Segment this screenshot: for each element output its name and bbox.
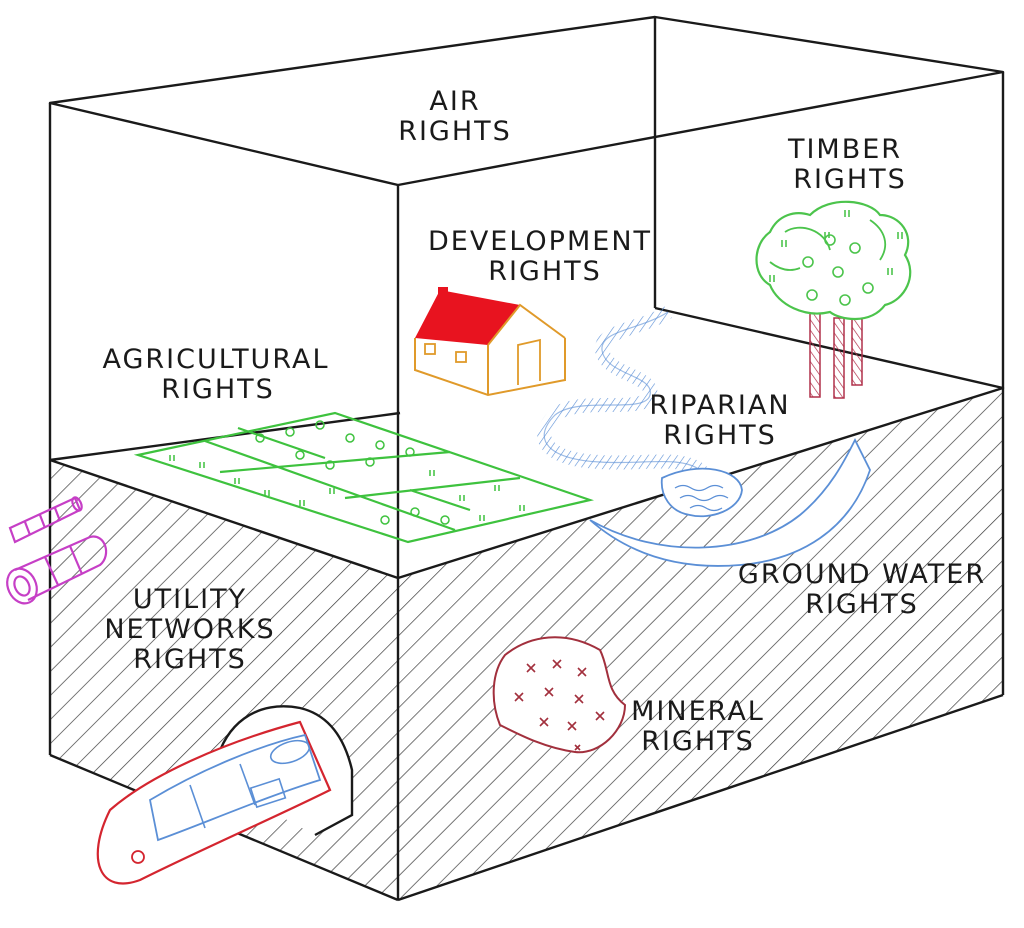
mineral-deposit-icon	[492, 636, 627, 754]
label-air-rights: AIR RIGHTS	[398, 86, 512, 147]
svg-text:RIGHTS: RIGHTS	[663, 420, 777, 451]
train-icon	[96, 720, 332, 885]
svg-text:GROUND WATER: GROUND WATER	[738, 559, 986, 590]
label-ground-water-rights: GROUND WATER RIGHTS	[738, 559, 986, 620]
svg-text:RIGHTS: RIGHTS	[133, 644, 247, 675]
svg-text:NETWORKS: NETWORKS	[104, 614, 275, 645]
field-icon	[133, 411, 595, 544]
svg-text:TIMBER: TIMBER	[787, 134, 902, 165]
label-development-rights: DEVELOPMENT RIGHTS	[428, 226, 652, 287]
svg-text:RIGHTS: RIGHTS	[793, 164, 907, 195]
label-mineral-rights: MINERAL RIGHTS	[631, 696, 765, 757]
svg-text:RIGHTS: RIGHTS	[398, 116, 512, 147]
svg-text:RIGHTS: RIGHTS	[488, 256, 602, 287]
svg-text:DEVELOPMENT: DEVELOPMENT	[428, 226, 652, 257]
svg-text:AGRICULTURAL: AGRICULTURAL	[102, 344, 329, 375]
svg-text:RIGHTS: RIGHTS	[641, 726, 755, 757]
ground-water-body	[589, 437, 871, 567]
label-riparian-rights: RIPARIAN RIGHTS	[649, 390, 790, 451]
house-icon	[414, 280, 566, 397]
label-utility-networks-rights: UTILITY NETWORKS RIGHTS	[104, 584, 275, 675]
subsurface-side-face	[398, 388, 1003, 900]
svg-text:UTILITY: UTILITY	[133, 584, 247, 615]
svg-text:RIGHTS: RIGHTS	[805, 589, 919, 620]
svg-text:MINERAL: MINERAL	[631, 696, 765, 727]
river-icon	[537, 305, 743, 518]
pipe-icon	[6, 496, 108, 605]
label-timber-rights: TIMBER RIGHTS	[787, 134, 907, 195]
svg-text:RIGHTS: RIGHTS	[161, 374, 275, 405]
svg-text:RIPARIAN: RIPARIAN	[649, 390, 790, 421]
tree-icon	[755, 200, 912, 399]
label-agricultural-rights: AGRICULTURAL RIGHTS	[102, 344, 329, 405]
svg-text:AIR: AIR	[429, 86, 480, 117]
